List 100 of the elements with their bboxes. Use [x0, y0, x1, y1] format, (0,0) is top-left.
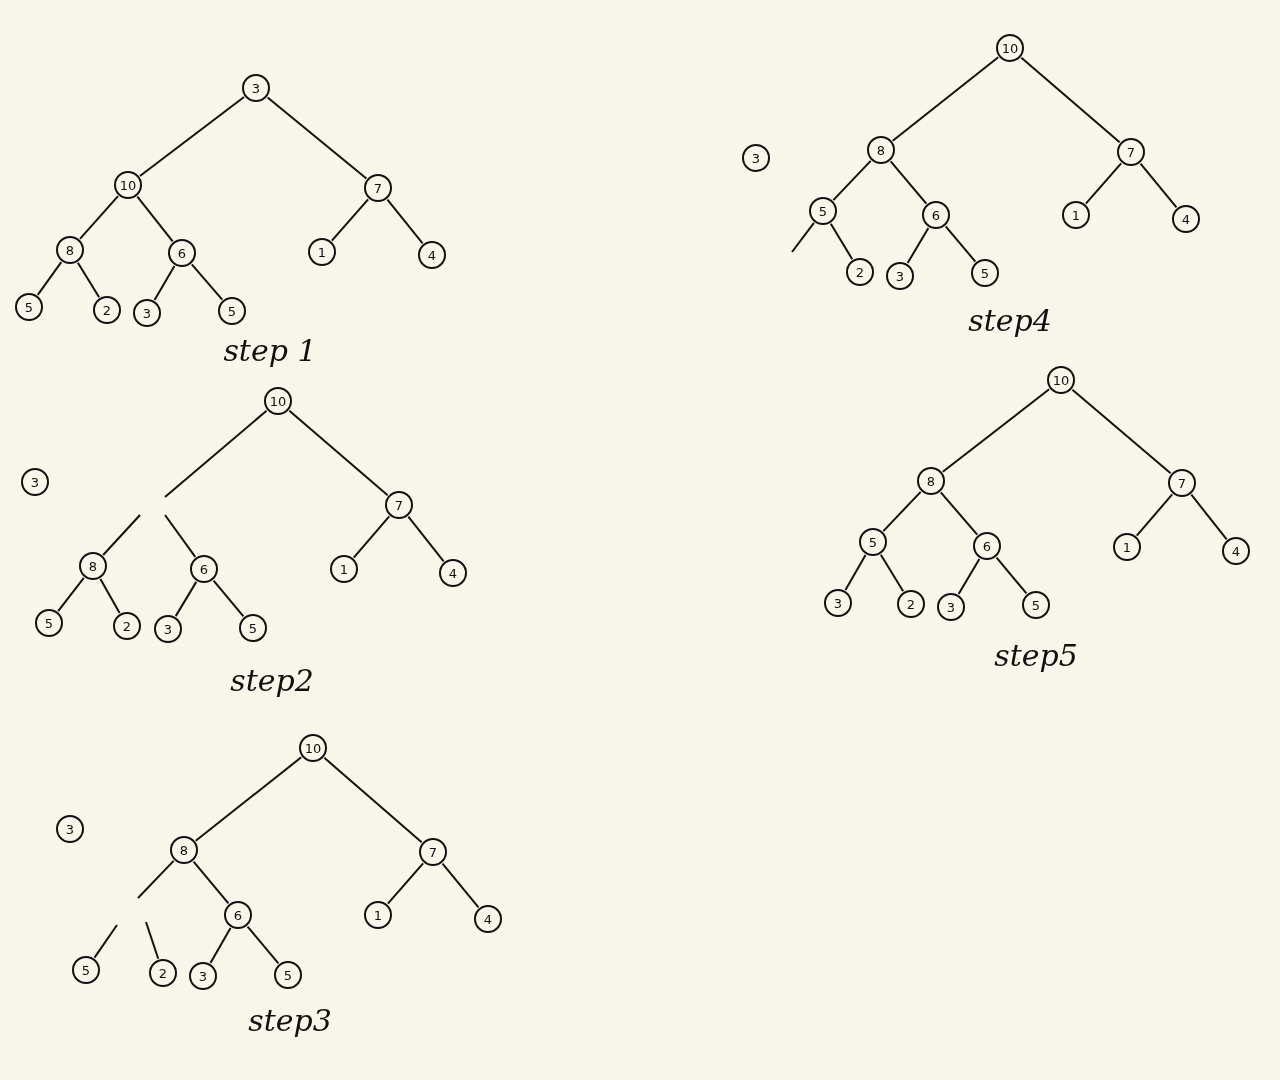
heap-node-circle: 5 — [15, 293, 43, 321]
heap-node-circle: 10 — [114, 171, 142, 199]
heap-node-circle: 8 — [867, 136, 895, 164]
heap-node-circle: 3 — [937, 593, 965, 621]
heap-node-circle: 1 — [1113, 533, 1141, 561]
heap-node-circle: 3 — [742, 144, 770, 172]
tree-edge — [190, 263, 224, 301]
tree-edge — [386, 198, 424, 245]
heap-node-circle: 7 — [1117, 138, 1145, 166]
heap-node-circle: 2 — [113, 612, 141, 640]
tree-edge — [407, 515, 445, 563]
heap-node-circle: 5 — [239, 614, 267, 642]
tree-edge — [879, 553, 905, 593]
heap-node-circle: 2 — [149, 959, 177, 987]
tree-edge — [194, 756, 303, 842]
heap-node-circle: 3 — [824, 589, 852, 617]
tree-edge — [1084, 162, 1123, 205]
tree-edge — [844, 554, 867, 591]
tree-edge — [266, 96, 368, 180]
tree-edge — [192, 860, 230, 905]
tree-edge — [76, 261, 101, 299]
heap-node-circle: 3 — [189, 962, 217, 990]
tree-edge — [99, 578, 121, 614]
tree-edge — [330, 198, 370, 242]
heap-node-circle: 8 — [170, 836, 198, 864]
heap-node-circle: 5 — [809, 197, 837, 225]
tree-edge — [174, 580, 198, 618]
tree-edge — [941, 388, 1051, 473]
tree-edge — [906, 226, 930, 265]
tree-edge — [939, 491, 979, 536]
heap-node-circle: 7 — [419, 838, 447, 866]
heap-node-circle: 1 — [330, 555, 358, 583]
heap-node-circle: 5 — [35, 609, 63, 637]
step-label: step4 — [968, 302, 1052, 338]
heap-node-circle: 3 — [154, 615, 182, 643]
step-label: step5 — [994, 637, 1078, 673]
heap-node-circle: 10 — [264, 387, 292, 415]
tree-edge — [829, 222, 854, 261]
tree-edge — [164, 514, 197, 558]
tree-edge — [138, 96, 246, 177]
heap-node-circle: 7 — [385, 491, 413, 519]
tree-edge — [386, 862, 425, 905]
heap-node-circle: 1 — [1062, 201, 1090, 229]
heap-node-circle: 5 — [971, 259, 999, 287]
tree-edge — [441, 862, 480, 909]
heap-node-circle: 3 — [133, 299, 161, 327]
heap-node-circle: 4 — [439, 559, 467, 587]
heap-node-circle: 5 — [218, 297, 246, 325]
tree-edge — [944, 225, 977, 263]
step-label: step3 — [248, 1002, 332, 1038]
tree-edge — [1071, 388, 1172, 475]
heap-node-circle: 3 — [242, 74, 270, 102]
tree-edge — [137, 859, 175, 899]
tree-edge — [145, 921, 160, 960]
heap-node-circle: 1 — [364, 901, 392, 929]
tree-edge — [1139, 162, 1178, 209]
heap-node-circle: 2 — [93, 296, 121, 324]
heap-node-circle: 2 — [846, 258, 874, 286]
heap-node-circle: 2 — [897, 590, 925, 618]
tree-edge — [164, 409, 268, 498]
heap-node-circle: 6 — [190, 555, 218, 583]
heap-node-circle: 8 — [79, 552, 107, 580]
tree-edge — [352, 515, 391, 559]
heap-node-circle: 4 — [418, 241, 446, 269]
tree-edge — [882, 490, 922, 533]
tree-edge — [323, 756, 423, 844]
tree-edge — [791, 221, 815, 253]
tree-edge — [102, 514, 141, 556]
tree-edge — [93, 924, 118, 959]
heap-node-circle: 3 — [886, 262, 914, 290]
tree-edge — [889, 160, 928, 205]
tree-edge — [957, 557, 981, 596]
heap-node-circle: 7 — [1168, 469, 1196, 497]
tree-edge — [1135, 493, 1174, 537]
heap-node-circle: 3 — [56, 815, 84, 843]
heap-node-circle: 6 — [168, 239, 196, 267]
tree-edge — [136, 195, 174, 243]
heap-node-circle: 4 — [1222, 537, 1250, 565]
heap-node-circle: 6 — [224, 901, 252, 929]
tree-edge — [36, 261, 63, 296]
step-label: step 1 — [223, 332, 317, 368]
heap-node-circle: 10 — [299, 734, 327, 762]
heap-node-circle: 10 — [996, 34, 1024, 62]
tree-edge — [212, 579, 245, 618]
tree-edge — [288, 409, 389, 497]
heap-node-circle: 5 — [72, 956, 100, 984]
heap-node-circle: 8 — [56, 236, 84, 264]
tree-edge — [57, 576, 85, 613]
heap-node-circle: 6 — [922, 201, 950, 229]
tree-edge — [153, 264, 176, 302]
tree-edge — [209, 927, 232, 964]
heap-node-circle: 7 — [364, 174, 392, 202]
heap-node-circle: 4 — [474, 905, 502, 933]
tree-edge — [1190, 493, 1228, 541]
step-label: step2 — [230, 662, 314, 698]
tree-edge — [1020, 56, 1121, 144]
tree-edge — [832, 159, 872, 202]
heap-node-circle: 8 — [917, 467, 945, 495]
heap-node-circle: 5 — [274, 961, 302, 989]
tree-edge — [891, 56, 1000, 142]
